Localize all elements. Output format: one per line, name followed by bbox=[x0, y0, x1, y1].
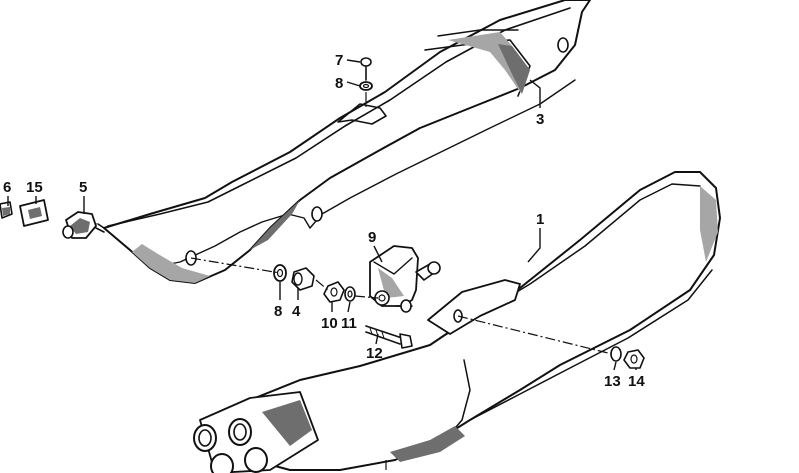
hanger-bracket-part-9 bbox=[369, 245, 441, 313]
assembly-axis-lines bbox=[190, 92, 613, 473]
callout-15: 15 bbox=[26, 179, 43, 196]
sleeve-part-4 bbox=[291, 267, 315, 291]
callout-4: 4 bbox=[292, 303, 301, 320]
heat-shield-part-3 bbox=[103, 0, 591, 284]
callout-14: 14 bbox=[628, 373, 645, 390]
rubber-pad-part-15 bbox=[19, 199, 49, 227]
exhaust-tips bbox=[193, 391, 319, 473]
bolt-part-12 bbox=[365, 325, 413, 349]
callout-5: 5 bbox=[79, 179, 87, 196]
callout-3: 3 bbox=[536, 111, 544, 128]
callout-7: 7 bbox=[335, 52, 343, 69]
rubber-mount-part-5 bbox=[62, 211, 105, 239]
callout-11: 11 bbox=[341, 315, 357, 332]
leader-lines bbox=[7, 59, 637, 371]
washer-part-8-top bbox=[359, 81, 373, 91]
screw-part-7 bbox=[360, 57, 372, 81]
clip-part-6 bbox=[0, 201, 13, 219]
callout-10: 10 bbox=[321, 315, 338, 332]
nut-part-14 bbox=[623, 349, 645, 369]
washer-part-11 bbox=[344, 286, 356, 302]
callout-9: 9 bbox=[368, 229, 376, 246]
callout-12: 12 bbox=[366, 345, 383, 362]
callout-8-top: 8 bbox=[335, 75, 343, 92]
callout-6: 6 bbox=[3, 179, 11, 196]
callout-8-bottom: 8 bbox=[274, 303, 282, 320]
callout-1: 1 bbox=[536, 211, 544, 228]
callout-13: 13 bbox=[604, 373, 621, 390]
nut-part-10 bbox=[323, 281, 345, 303]
washer-part-13 bbox=[610, 346, 622, 362]
